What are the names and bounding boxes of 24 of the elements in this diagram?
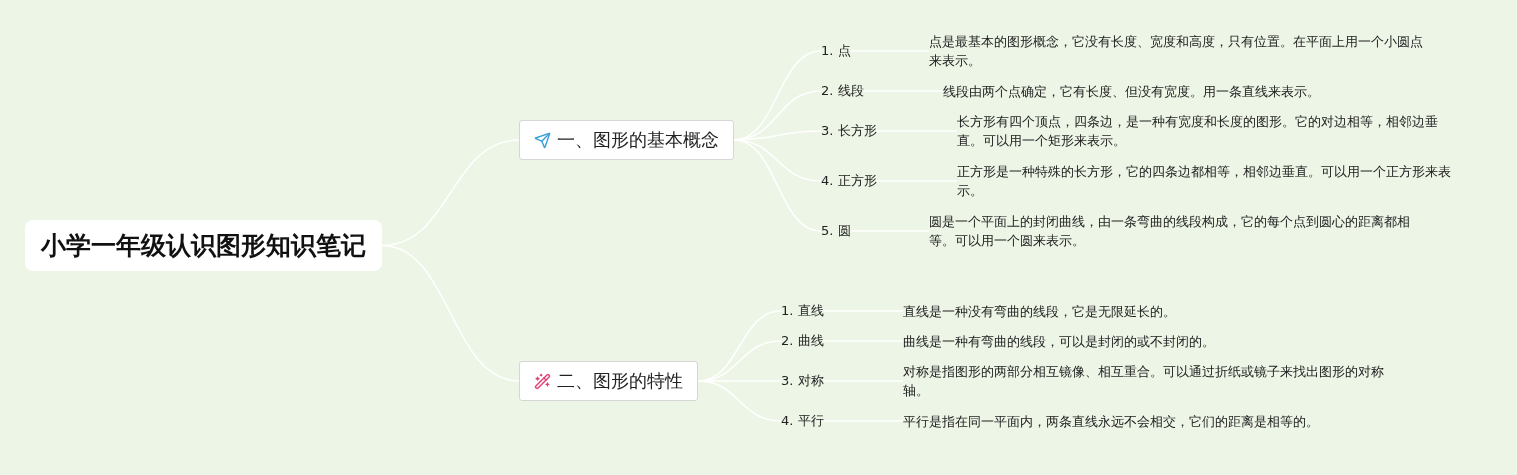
root-topic: 小学一年级认识图形知识笔记 — [25, 220, 382, 271]
subtopic-label: 4. 正方形 — [821, 172, 877, 190]
subtopic-label: 3. 对称 — [781, 372, 824, 390]
subtopic-label: 1. 点 — [821, 42, 851, 60]
subtopic-label: 3. 长方形 — [821, 122, 877, 140]
description-text: 点是最基本的图形概念，它没有长度、宽度和高度，只有位置。在平面上用一个小圆点来表示。 — [929, 32, 1429, 70]
description-text: 平行是指在同一平面内，两条直线永远不会相交，它们的距离是相等的。 — [903, 411, 1403, 431]
subtopic-label: 1. 直线 — [781, 302, 824, 320]
topic-box — [519, 120, 734, 160]
description-text: 曲线是一种有弯曲的线段，可以是封闭的或不封闭的。 — [903, 331, 1403, 351]
subtopic-label: 5. 圆 — [821, 222, 851, 240]
description-text: 直线是一种没有弯曲的线段，它是无限延长的。 — [903, 301, 1403, 321]
topic-text: 一、图形的基本概念 — [557, 128, 719, 152]
description-text: 对称是指图形的两部分相互镜像、相互重合。可以通过折纸或镜子来找出图形的对称轴。 — [903, 362, 1398, 400]
subtopic-label: 2. 曲线 — [781, 332, 824, 350]
subtopic-label: 2. 线段 — [821, 82, 864, 100]
topic-text: 二、图形的特性 — [557, 369, 683, 393]
connector-line — [381, 244, 520, 382]
description-text: 线段由两个点确定，它有长度、但没有宽度。用一条直线来表示。 — [943, 81, 1423, 101]
subtopic-label: 4. 平行 — [781, 412, 824, 430]
topic-box — [519, 361, 698, 401]
description-text: 圆是一个平面上的封闭曲线，由一条弯曲的线段构成，它的每个点到圆心的距离都相等。可以用一个圆来表示。 — [929, 212, 1429, 250]
description-text: 正方形是一种特殊的长方形，它的四条边都相等，相邻边垂直。可以用一个正方形来表示。 — [957, 162, 1452, 200]
description-text: 长方形有四个顶点，四条边，是一种有宽度和长度的图形。它的对边相等，相邻边垂直。可以用一个矩形来表示。 — [957, 112, 1452, 150]
